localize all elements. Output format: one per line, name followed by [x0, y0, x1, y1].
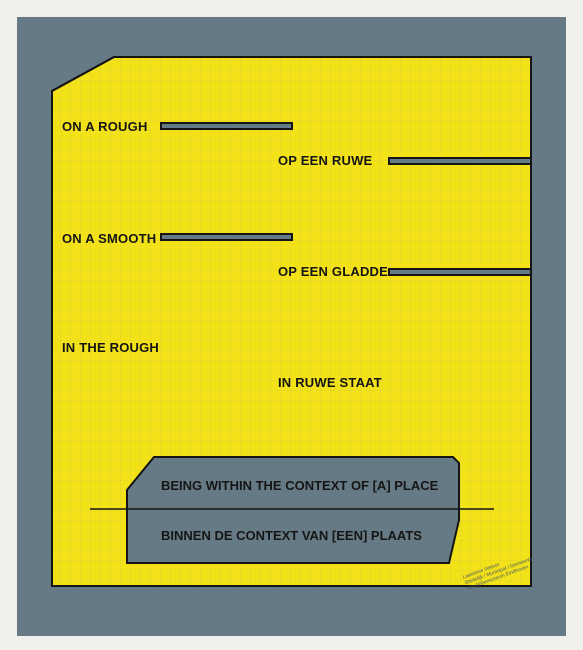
- phrase-on-a-smooth: ON A SMOOTH: [62, 231, 157, 246]
- bar-on-a-rough: [160, 122, 293, 130]
- banner-dutch-line: BINNEN DE CONTEXT VAN [EEN] PLAATS: [161, 528, 422, 543]
- phrase-op-een-ruwe: OP EEN RUWE: [278, 153, 373, 168]
- phrase-in-the-rough: IN THE ROUGH: [62, 340, 160, 355]
- bar-on-a-smooth: [160, 233, 293, 241]
- yellow-panel-outline: [51, 56, 532, 587]
- phrase-on-a-rough: ON A ROUGH: [62, 119, 148, 134]
- phrase-in-ruwe-staat: IN RUWE STAAT: [278, 375, 382, 390]
- bar-op-een-gladde: [388, 268, 532, 276]
- banner-english-line: BEING WITHIN THE CONTEXT OF [A] PLACE: [161, 478, 439, 493]
- phrase-op-een-gladde: OP EEN GLADDE: [278, 264, 388, 279]
- bar-op-een-ruwe: [388, 157, 532, 165]
- context-banner-shape: [126, 456, 460, 564]
